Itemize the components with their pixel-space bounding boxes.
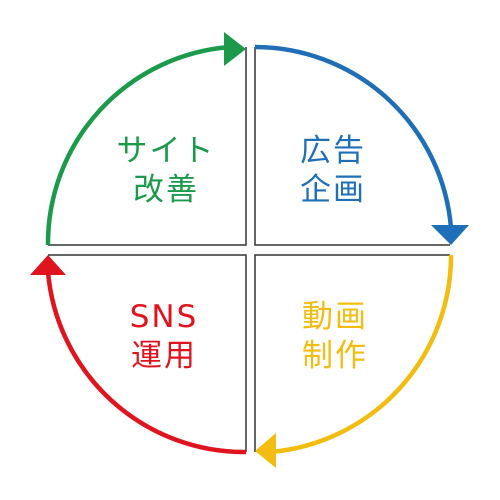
arrowhead-up-icon: [30, 255, 66, 275]
label-video-line1: 動画: [302, 299, 368, 335]
label-ad-line1: 広告: [300, 133, 366, 169]
arrowhead-right-icon: [224, 32, 246, 66]
label-sns-line1: SNS: [130, 299, 199, 335]
divider-top-left: [48, 47, 247, 246]
label-ad-line2: 企画: [300, 172, 366, 208]
divider-bottom-left: [48, 254, 247, 452]
quadrant-dividers: [48, 47, 450, 452]
divider-bottom-right: [254, 254, 450, 452]
arc-blue: [254, 44, 454, 229]
arrowhead-down-icon: [431, 225, 469, 245]
divider-top-right: [254, 47, 450, 246]
label-sns-line2: 運用: [131, 338, 197, 374]
label-site-line1: サイト: [117, 133, 216, 169]
arrowhead-left-icon: [255, 433, 276, 468]
label-site-line2: 改善: [133, 172, 199, 208]
label-video-line2: 制作: [302, 338, 368, 374]
arc-green: [45, 44, 231, 246]
arc-yellow: [269, 254, 454, 455]
arc-red: [45, 271, 247, 455]
